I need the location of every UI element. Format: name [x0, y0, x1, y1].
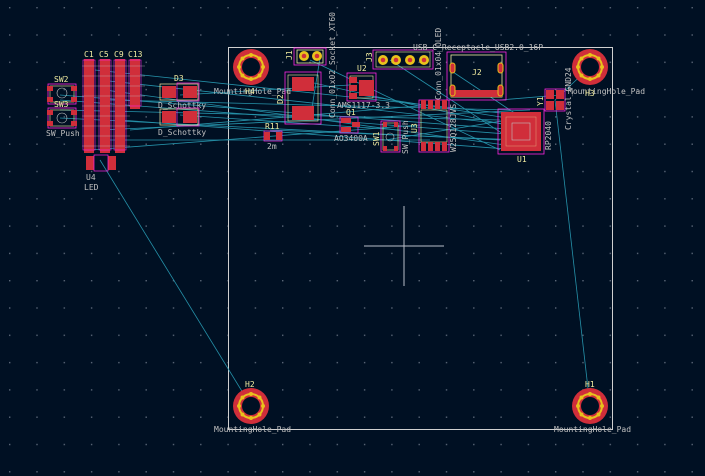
u1-rp2040-footprint[interactable]	[497, 108, 545, 155]
c5-ref: C5	[99, 50, 109, 59]
u3-value: W25Q128JVS	[449, 104, 458, 152]
h3-value: MountingHole_Pad	[568, 87, 645, 96]
sw3-footprint[interactable]	[47, 107, 77, 129]
board-outline[interactable]	[228, 47, 613, 430]
c13-ref: C13	[128, 50, 143, 59]
q1-value: AO3400A	[334, 134, 368, 143]
j1-value: Conn_01x02_Socket_XT60	[328, 12, 337, 118]
d2-footprint[interactable]	[284, 71, 322, 125]
sw2-ref: SW2	[54, 75, 69, 84]
r11-footprint[interactable]	[263, 130, 283, 142]
y1-ref: Y1	[536, 96, 545, 106]
j3-footprint[interactable]	[372, 49, 434, 70]
r11-value: 2m	[267, 142, 277, 151]
j2-value: USB_C_Receptacle_USB2.0_16P	[413, 43, 543, 52]
c1-ref: C1	[84, 50, 94, 59]
u2-footprint[interactable]	[346, 72, 377, 102]
origin-crosshair	[364, 206, 444, 286]
u1-ref: U1	[517, 155, 527, 164]
j1-ref: J1	[285, 50, 294, 60]
sw3-ref: SW3	[54, 100, 69, 109]
u1-value: RP2040	[544, 121, 553, 150]
r11-ref: R11	[265, 122, 280, 131]
c9-ref: C9	[114, 50, 124, 59]
sw3-value: SW_Push	[46, 129, 80, 138]
sw1-ref: SW1	[372, 131, 381, 146]
h1-ref: H1	[585, 380, 595, 389]
mounting-hole-h4[interactable]	[233, 49, 269, 85]
h4-ref: H4	[245, 87, 255, 96]
u2-value: AMS1117-3.3	[337, 101, 390, 110]
d3-footprint[interactable]	[159, 82, 200, 102]
d2-ref: D2	[276, 94, 285, 104]
h4-value: MountingHole_Pad	[214, 87, 291, 96]
sw1-footprint[interactable]	[380, 120, 401, 153]
j2-usb-c-footprint[interactable]	[446, 51, 507, 101]
y1-crystal-footprint[interactable]	[544, 88, 566, 112]
ws2812-value: U4	[86, 173, 96, 182]
d4-footprint[interactable]	[159, 107, 200, 127]
led-value: LED	[84, 183, 99, 192]
j3-value: Conn_01x04_OLED	[434, 28, 443, 100]
sw1-value: SW_Push	[401, 120, 410, 154]
d4-value: D_Schottky	[158, 128, 206, 137]
passive-array[interactable]	[82, 59, 145, 153]
y1-value: Crystal_GND24	[564, 67, 573, 130]
j3-ref: J3	[365, 52, 374, 62]
u3-ref: U3	[410, 123, 419, 133]
h2-ref: H2	[245, 380, 255, 389]
mounting-hole-h1[interactable]	[572, 388, 608, 424]
d3-ref: D3	[174, 74, 184, 83]
h1-value: MountingHole_Pad	[554, 425, 631, 434]
j2-ref: J2	[472, 68, 482, 77]
q1-footprint[interactable]	[339, 116, 360, 134]
q1-ref: Q1	[346, 108, 356, 117]
mounting-hole-h3[interactable]	[572, 49, 608, 85]
u2-ref: U2	[357, 64, 367, 73]
j1-footprint[interactable]	[293, 47, 327, 66]
mounting-hole-h2[interactable]	[233, 388, 269, 424]
d3-value: D_Schottky	[158, 101, 206, 110]
h2-value: MountingHole_Pad	[214, 425, 291, 434]
ws2812-footprint[interactable]	[86, 154, 116, 172]
sw2-footprint[interactable]	[47, 83, 77, 105]
h3-ref: H3	[585, 89, 595, 98]
u3-footprint[interactable]	[418, 99, 450, 153]
